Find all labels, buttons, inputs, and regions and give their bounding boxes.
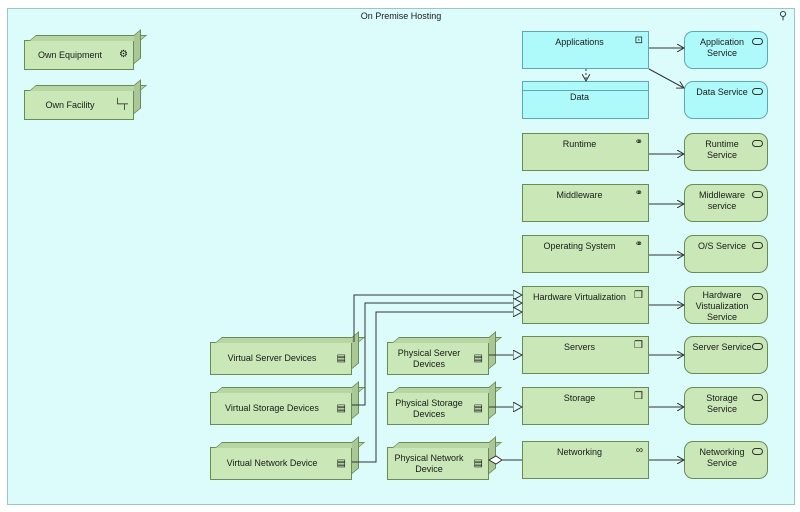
device-icon: ▤ xyxy=(336,352,346,364)
virtual-network-realizes-hw-virt xyxy=(352,312,522,463)
application-service[interactable]: Application Service xyxy=(684,31,768,69)
hardware-virtualization-label: Hardware Virtualization xyxy=(533,292,626,302)
hardware-virtualization-service[interactable]: Hardware Vistualization Service xyxy=(684,286,768,324)
service-pill-icon xyxy=(752,140,763,147)
middleware-system-software[interactable]: Middleware ⚭ xyxy=(522,184,649,222)
storage-label: Storage xyxy=(563,393,596,403)
servers-node[interactable]: Servers ❒ xyxy=(522,336,649,374)
physical-storage-devices-label: Physical Storage Devices xyxy=(395,397,463,419)
data-service-label: Data Service xyxy=(696,87,748,97)
system-software-icon: ⚭ xyxy=(634,188,643,199)
own-equipment-node[interactable]: Own Equipment ⚙ xyxy=(24,29,148,70)
application-component-icon: ⊡ xyxy=(634,35,643,46)
virtual-network-device-node[interactable]: Virtual Network Device ▤ xyxy=(210,436,366,480)
storage-node[interactable]: Storage ❒ xyxy=(522,387,649,425)
device-icon: ▤ xyxy=(336,402,346,414)
device-icon: ▤ xyxy=(473,457,483,469)
middleware-service-label: Middleware service xyxy=(698,190,746,211)
system-software-icon: ⚭ xyxy=(634,137,643,148)
own-equipment-label: Own Equipment xyxy=(37,49,103,60)
service-pill-icon xyxy=(752,293,763,300)
data-service[interactable]: Data Service xyxy=(684,81,768,119)
communication-network-icon: ∞ xyxy=(635,445,643,456)
service-pill-icon xyxy=(752,394,763,401)
device-icon: ▤ xyxy=(336,457,346,469)
networking-service[interactable]: Networking Service xyxy=(684,441,768,479)
virtual-storage-devices-label: Virtual Storage Devices xyxy=(225,403,319,413)
os-service-label: O/S Service xyxy=(697,241,746,251)
servers-label: Servers xyxy=(563,342,595,352)
location-pin-icon: ⚲ xyxy=(779,10,788,22)
server-service[interactable]: Server Service xyxy=(684,336,768,374)
service-pill-icon xyxy=(752,191,763,198)
system-software-icon: ⚭ xyxy=(634,239,643,250)
virtual-server-realizes-hw-virt xyxy=(353,295,522,342)
facility-factory-icon: └┬ xyxy=(113,99,128,110)
node-icon: ❒ xyxy=(634,290,643,301)
networking-node[interactable]: Networking ∞ xyxy=(522,441,649,479)
device-icon: ▤ xyxy=(473,402,483,414)
own-facility-label: Own Facility xyxy=(45,99,95,110)
node-icon: ❒ xyxy=(634,340,643,351)
storage-service-label: Storage Service xyxy=(706,393,738,414)
hardware-virtualization-node[interactable]: Hardware Virtualization ❒ xyxy=(522,286,649,324)
virtual-server-devices-node[interactable]: Virtual Server Devices ▤ xyxy=(210,331,366,375)
physical-server-devices-label: Physical Server Devices xyxy=(397,347,461,369)
networking-service-label: Networking Service xyxy=(699,447,745,468)
operating-system-label: Operating System xyxy=(543,241,616,251)
os-service[interactable]: O/S Service xyxy=(684,235,768,273)
service-pill-icon xyxy=(752,448,763,455)
virtual-storage-devices-node[interactable]: Virtual Storage Devices ▤ xyxy=(210,381,366,425)
service-pill-icon xyxy=(752,343,763,350)
virtual-storage-realizes-hw-virt xyxy=(352,303,522,406)
middleware-service[interactable]: Middleware service xyxy=(684,184,768,222)
service-pill-icon xyxy=(752,242,763,249)
applications-component[interactable]: Applications ⊡ xyxy=(522,31,649,69)
physical-network-device-node[interactable]: Physical Network Device ▤ xyxy=(387,436,503,480)
own-facility-node[interactable]: Own Facility └┬ xyxy=(24,79,148,120)
hardware-virtualization-service-label: Hardware Vistualization Service xyxy=(695,290,749,322)
application-service-label: Application Service xyxy=(699,37,745,58)
runtime-service-label: Runtime Service xyxy=(705,139,739,160)
server-service-label: Server Service xyxy=(692,342,752,352)
data-label: Data xyxy=(569,92,589,102)
group-title: On Premise Hosting xyxy=(360,11,442,21)
middleware-label: Middleware xyxy=(556,190,603,200)
applications-label: Applications xyxy=(555,37,604,47)
physical-storage-devices-node[interactable]: Physical Storage Devices ▤ xyxy=(387,381,503,425)
virtual-server-devices-label: Virtual Server Devices xyxy=(227,353,317,363)
physical-network-device-label: Physical Network Device xyxy=(394,452,464,474)
runtime-service[interactable]: Runtime Service xyxy=(684,133,768,171)
service-pill-icon xyxy=(752,88,763,95)
equipment-gears-icon: ⚙ xyxy=(119,49,128,60)
applications-to-data-service xyxy=(648,68,684,88)
operating-system-software[interactable]: Operating System ⚭ xyxy=(522,235,649,273)
node-icon: ❒ xyxy=(634,391,643,402)
runtime-system-software[interactable]: Runtime ⚭ xyxy=(522,133,649,171)
device-icon: ▤ xyxy=(473,352,483,364)
virtual-network-device-label: Virtual Network Device xyxy=(226,458,318,468)
physical-server-devices-node[interactable]: Physical Server Devices ▤ xyxy=(387,331,503,375)
networking-label: Networking xyxy=(556,447,603,457)
service-pill-icon xyxy=(752,38,763,45)
storage-service[interactable]: Storage Service xyxy=(684,387,768,425)
runtime-label: Runtime xyxy=(562,139,597,149)
